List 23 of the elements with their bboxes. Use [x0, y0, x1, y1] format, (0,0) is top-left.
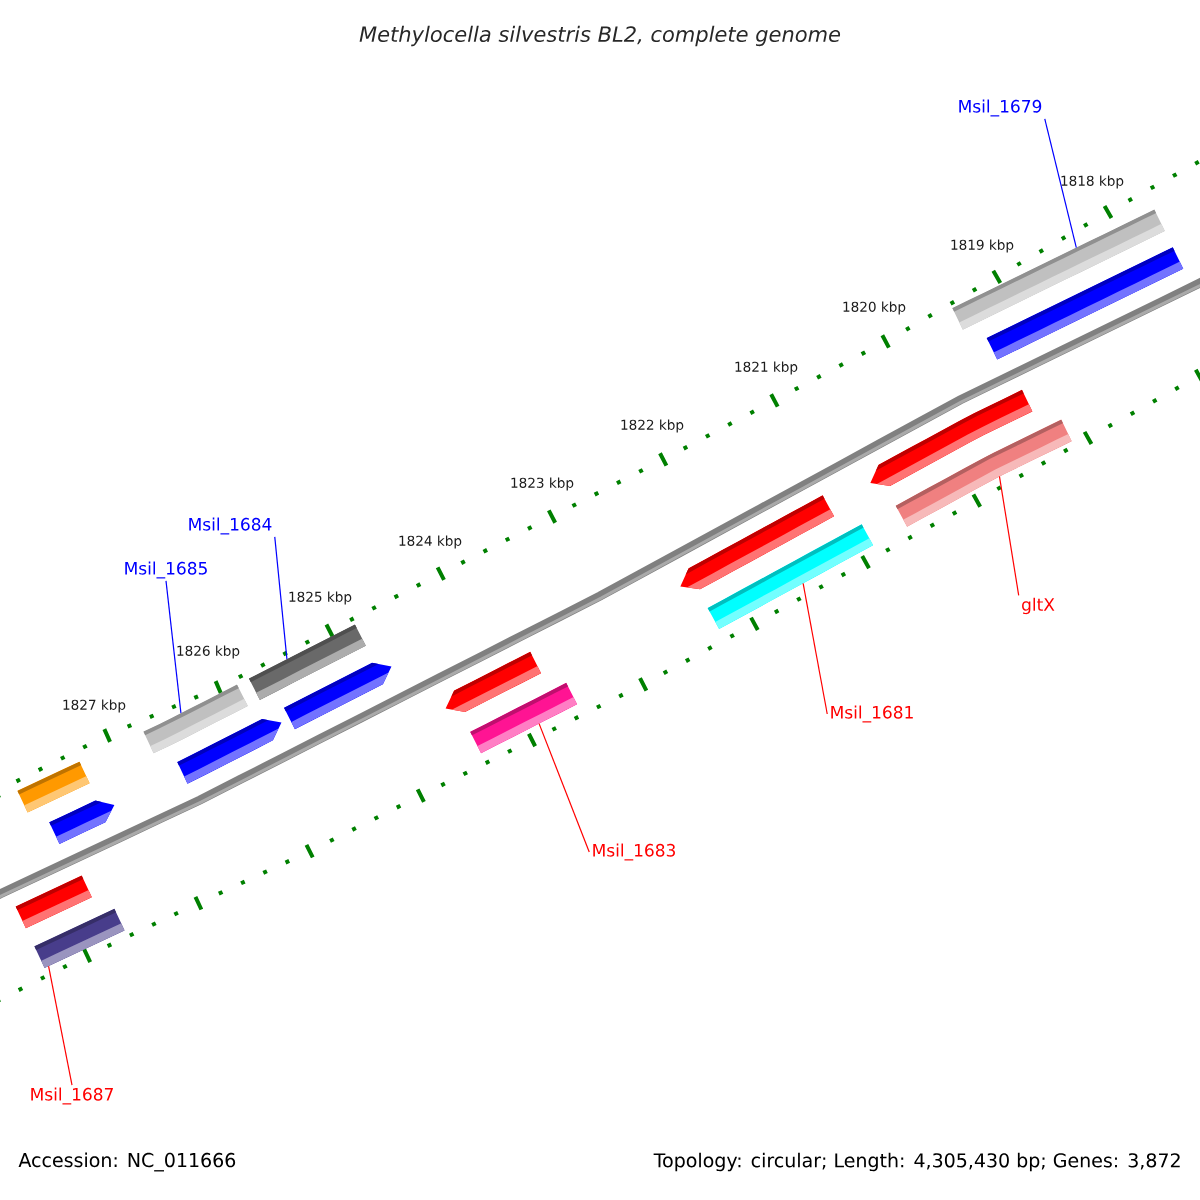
gene-label: gltX	[1022, 597, 1055, 615]
leader-line	[274, 536, 288, 660]
gene-feature	[284, 662, 392, 730]
gene-label: Msil_1679	[959, 99, 1042, 117]
genome-info-text: Topology: circular; Length: 4,305,430 bp; Genes: 3,872	[653, 1152, 1180, 1172]
title: Methylocella silvestris BL2, complete genome	[359, 25, 841, 47]
gene-label: Msil_1685	[125, 561, 207, 579]
gene-feature	[707, 524, 874, 630]
leader-line	[1044, 118, 1077, 249]
gene-feature	[49, 800, 115, 844]
gene-label: Msil_1683	[593, 843, 675, 861]
gene-feature	[895, 419, 1072, 527]
gene-feature	[34, 908, 125, 969]
leader-line	[998, 475, 1020, 596]
leader-line	[165, 580, 182, 714]
accession-text: Accession: NC_011666	[18, 1152, 236, 1172]
gene-label: Msil_1684	[189, 517, 272, 535]
leader-line	[802, 582, 828, 715]
leader-line	[48, 965, 73, 1086]
gene-feature	[470, 682, 578, 754]
leader-line	[538, 723, 590, 853]
gene-label: Msil_1687	[31, 1087, 113, 1105]
gene-label: Msil_1681	[831, 705, 913, 723]
